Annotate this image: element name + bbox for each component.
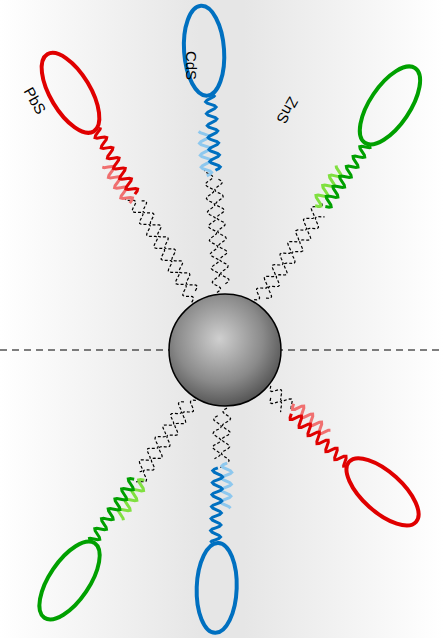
linker-dashed [212, 416, 221, 459]
nanoparticle-core [169, 294, 281, 406]
linker-dashed [136, 398, 199, 486]
ligand [30, 44, 212, 311]
ligand [195, 407, 243, 633]
ligand [28, 387, 209, 629]
linker-dashed [263, 213, 326, 300]
chain-dark [210, 468, 223, 543]
ligand [255, 374, 430, 537]
quantum-dot-loop [336, 447, 430, 537]
chain-dark [321, 142, 371, 210]
quantum-dot-loop [195, 542, 238, 633]
quantum-dot-loop [348, 57, 431, 154]
linker-dashed [214, 179, 229, 284]
quantum-dot-loop [30, 44, 111, 142]
chain-dark [205, 95, 220, 171]
linker-dashed [221, 408, 231, 469]
linker-dashed [134, 400, 187, 473]
linker-dashed [138, 199, 199, 293]
chain-dark [92, 127, 139, 196]
material-label: CdS [185, 50, 200, 79]
linker-dashed [125, 195, 195, 305]
material-label: ZnS [275, 94, 302, 125]
quantum-dot-loop [181, 4, 227, 97]
quantum-dot-loop [28, 532, 111, 629]
ligand [181, 4, 241, 293]
linker-dashed [251, 200, 324, 302]
chain-dark [288, 410, 350, 468]
linker-dashed [268, 395, 286, 412]
ligand [241, 57, 432, 313]
chain-dark [88, 477, 138, 545]
ligand-group [28, 4, 432, 633]
